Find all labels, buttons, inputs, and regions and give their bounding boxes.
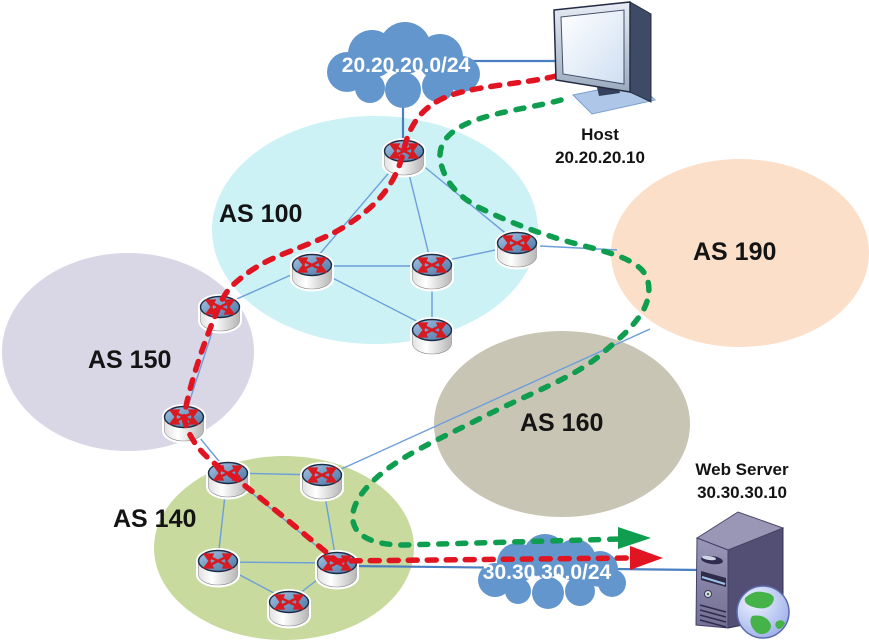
green-route-arrowhead bbox=[618, 527, 651, 549]
router-as140-midleft bbox=[199, 551, 238, 586]
as-190-label: AS 190 bbox=[693, 238, 777, 266]
router-as100-right bbox=[498, 233, 537, 268]
subnet-bottom-label: 30.30.30.0/24 bbox=[482, 561, 612, 584]
subnet-top-label: 20.20.20.0/24 bbox=[341, 54, 471, 77]
as-100-label: AS 100 bbox=[219, 200, 303, 228]
host-ip: 20.20.20.10 bbox=[555, 147, 645, 167]
subnet-cloud-top bbox=[327, 22, 480, 108]
tower-server-icon bbox=[695, 511, 790, 639]
host-name: Host bbox=[581, 125, 619, 144]
router-as100-center bbox=[413, 255, 452, 290]
host-label: Host 20.20.20.10 bbox=[535, 124, 665, 170]
as-150-label: AS 150 bbox=[88, 346, 172, 374]
as-160-region bbox=[434, 331, 690, 517]
as-140-region bbox=[154, 456, 414, 640]
web-server-ip: 30.30.30.10 bbox=[697, 482, 787, 502]
as-190-region bbox=[611, 159, 869, 347]
web-server-label: Web Server 30.30.30.10 bbox=[677, 459, 807, 505]
as-150-region bbox=[2, 253, 254, 451]
globe-icon bbox=[736, 585, 790, 639]
red-route-path bbox=[181, 73, 633, 564]
router-as100-bottom bbox=[413, 320, 452, 355]
as-140-label: AS 140 bbox=[113, 505, 197, 533]
router-as150-top bbox=[201, 297, 240, 332]
as-160-label: AS 160 bbox=[520, 409, 604, 437]
router-as140-topright bbox=[303, 465, 342, 500]
router-as140-topleft bbox=[209, 463, 248, 498]
red-route-arrowhead bbox=[630, 546, 663, 570]
as-100-region bbox=[212, 116, 538, 344]
router-as100-left bbox=[293, 255, 332, 290]
router-as140-bottom bbox=[270, 592, 309, 627]
web-server-name: Web Server bbox=[695, 460, 789, 479]
desktop-monitor-icon bbox=[553, 1, 657, 115]
